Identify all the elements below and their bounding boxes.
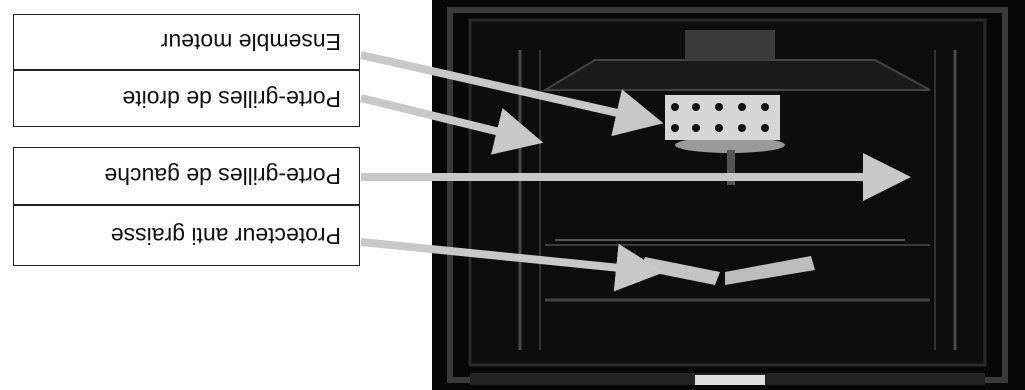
- label-ensemble-moteur: Ensemble moteur: [13, 14, 360, 70]
- arrow-porte-grilles-droite: [360, 94, 544, 155]
- arrow-ensemble-moteur: [360, 51, 664, 137]
- oven-photo: [432, 0, 1025, 390]
- oven-illustration: [432, 0, 1025, 390]
- label-porte-grilles-gauche: Porte-grilles de gauche: [13, 147, 360, 205]
- label-protecteur-anti-graisse: Protecteur anti graisse: [13, 205, 360, 266]
- arrow-protecteur-anti-graisse: [360, 238, 664, 292]
- label-porte-grilles-droite: Porte-grilles de droite: [13, 70, 360, 127]
